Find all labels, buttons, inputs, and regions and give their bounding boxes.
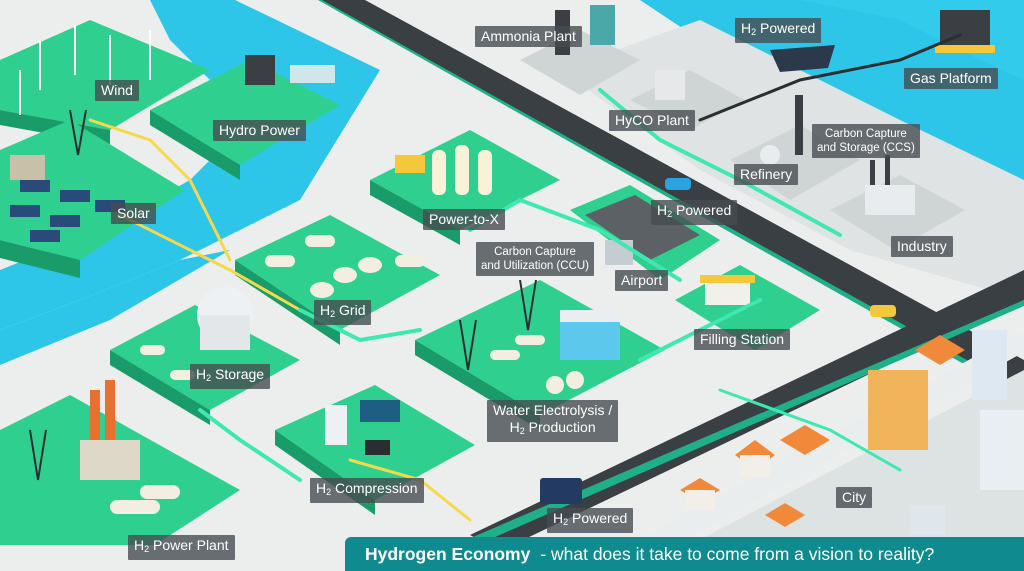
label-airport: Airport (615, 270, 669, 291)
taxi (870, 305, 896, 317)
label-electrolysis: Water Electrolysis /H2 Production (487, 400, 619, 442)
label-ship-h2-powered: H2 Powered (735, 18, 822, 43)
label-refinery: Refinery (734, 164, 799, 185)
hydro-platform (150, 55, 340, 180)
label-h2-grid: H2 Grid (314, 300, 372, 325)
ship (770, 45, 835, 72)
label-h2-compression: H2 Compression (310, 478, 424, 503)
gas-platform (935, 10, 995, 53)
truck-h2 (540, 478, 582, 504)
airport-platform (570, 185, 720, 280)
label-hyco-plant: HyCO Plant (609, 110, 695, 131)
label-wind: Wind (95, 80, 139, 101)
label-car-h2-powered: H2 Powered (651, 200, 738, 225)
label-solar: Solar (111, 203, 156, 224)
label-truck-h2-powered: H2 Powered (547, 508, 634, 533)
label-power-to-x: Power-to-X (423, 209, 506, 230)
label-gas-platform: Gas Platform (904, 68, 998, 89)
title-banner: Hydrogen Economy - what does it take to … (345, 537, 1024, 571)
label-city: City (836, 487, 873, 508)
label-industry: Industry (891, 236, 953, 257)
sea (300, 0, 1024, 250)
wind-turbines (19, 25, 151, 115)
banner-title: Hydrogen Economy (365, 543, 531, 564)
label-hydro-power: Hydro Power (213, 120, 306, 141)
label-ammonia-plant: Ammonia Plant (475, 26, 582, 47)
label-h2-power-plant: H2 Power Plant (128, 535, 235, 560)
h2-power-plant-platform (0, 380, 240, 545)
car-h2 (665, 178, 691, 190)
power-pylons (29, 109, 537, 481)
banner-subtitle: - what does it take to come from a visio… (540, 543, 935, 564)
label-h2-storage: H2 Storage (190, 364, 271, 389)
label-filling-station: Filling Station (694, 329, 791, 350)
city-block (640, 330, 1024, 571)
industry (830, 155, 965, 250)
